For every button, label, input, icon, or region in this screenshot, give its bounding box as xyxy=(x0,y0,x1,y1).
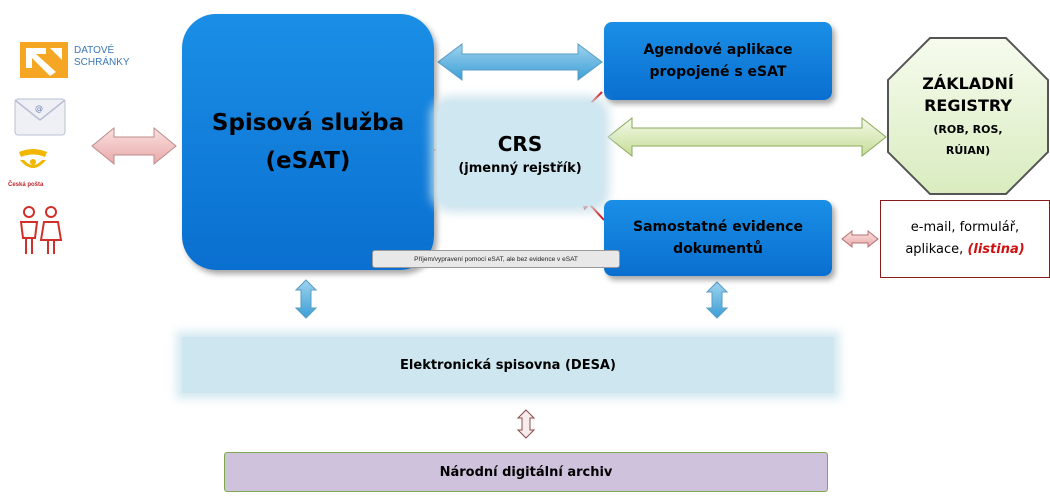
zakladni-line2: REGISTRY xyxy=(924,96,1012,115)
narodni-archiv-label: Národní digitální archiv xyxy=(439,464,613,480)
crs-title: CRS xyxy=(497,132,543,156)
ceska-posta-icon xyxy=(16,148,50,184)
people-icon xyxy=(14,204,66,260)
agendove-aplikace-box: Agendové aplikace propojené s eSAT xyxy=(604,22,832,100)
crs-box: CRS (jmenný rejstřík) xyxy=(437,102,603,206)
samostatne-line2: dokumentů xyxy=(673,241,763,257)
desa-label: Elektronická spisovna (DESA) xyxy=(400,357,616,373)
prijem-note-text: Příjem/vypravení pomocí eSAT, ale bez ev… xyxy=(414,255,578,263)
agendove-line2: propojené s eSAT xyxy=(649,64,787,80)
spisova-sluzba-title: Spisová služba xyxy=(211,110,405,136)
datove-schranky-line1: DATOVÉ xyxy=(74,45,115,56)
email-box-listina: (listina) xyxy=(967,242,1025,257)
zakladni-registry-box: ZÁKLADNÍ REGISTRY (ROB, ROS, RÚIAN) xyxy=(886,36,1050,196)
email-box-line2-prefix: aplikace, xyxy=(905,242,968,257)
agendove-line1: Agendové aplikace xyxy=(643,42,793,58)
email-formular-box: e-mail, formulář, aplikace, (listina) xyxy=(880,200,1050,278)
datove-schranky-logo xyxy=(20,42,68,82)
evidence-desa-arrow xyxy=(705,281,729,319)
spisova-sluzba-box: Spisová služba (eSAT) xyxy=(182,14,434,270)
email-envelope-icon: @ xyxy=(14,98,66,140)
zakladni-line4: RÚIAN) xyxy=(945,144,991,157)
svg-text:@: @ xyxy=(35,104,43,113)
main-desa-arrow xyxy=(294,279,318,319)
ceska-posta-label: Česká pošta xyxy=(8,182,44,188)
octagon-shape xyxy=(887,37,1049,195)
desa-box: Elektronická spisovna (DESA) xyxy=(182,337,834,393)
narodni-archiv-box: Národní digitální archiv xyxy=(224,452,828,492)
desa-nda-arrow xyxy=(516,409,536,439)
crs-registry-arrow xyxy=(607,116,887,158)
evidence-email-arrow xyxy=(841,229,879,249)
datove-schranky-line2: SCHRÁNKY xyxy=(74,57,130,68)
samostatne-evidence-box: Samostatné evidence dokumentů xyxy=(604,200,832,276)
datove-schranky-icon xyxy=(20,42,68,78)
email-box-line1: e-mail, formulář, xyxy=(910,220,1020,235)
datove-schranky-text: DATOVÉ SCHRÁNKY xyxy=(74,45,130,69)
main-agendove-arrow xyxy=(437,43,603,81)
zakladni-line1: ZÁKLADNÍ xyxy=(922,74,1014,93)
prijem-note: Příjem/vypravení pomocí eSAT, ale bez ev… xyxy=(372,250,620,268)
spisova-sluzba-subtitle: (eSAT) xyxy=(265,148,351,174)
samostatne-line1: Samostatné evidence xyxy=(633,219,803,235)
sources-main-arrow xyxy=(91,126,177,166)
zakladni-line3: (ROB, ROS, xyxy=(933,123,1003,136)
crs-subtitle: (jmenný rejstřík) xyxy=(458,161,582,176)
